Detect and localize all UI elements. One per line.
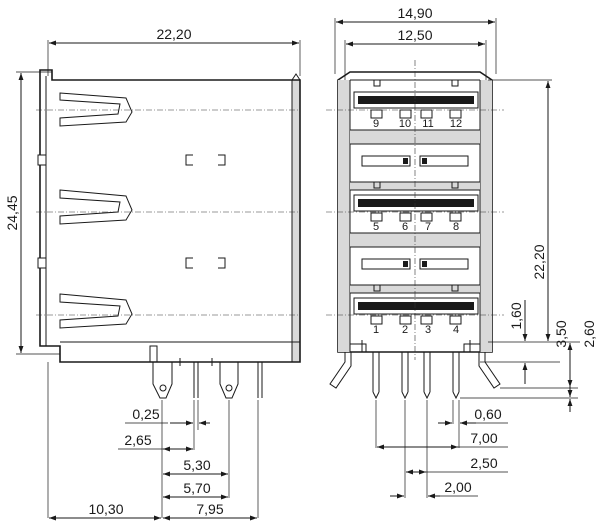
dim-5-70: 5,70 [183, 480, 210, 496]
dim-1-60: 1,60 [508, 302, 524, 329]
pin-number-8: 8 [453, 221, 459, 233]
pin-number-9: 9 [373, 118, 379, 130]
dim-0-25: 0,25 [132, 406, 159, 422]
dim-3-50: 3,50 [553, 320, 569, 347]
dim-2-60: 2,60 [581, 320, 597, 347]
dim-side-height: 24,45 [4, 195, 20, 230]
pin-number-12: 12 [450, 118, 462, 130]
pin-number-4: 4 [453, 324, 459, 336]
pin-number-3: 3 [425, 324, 431, 336]
side-spring-contact-2 [59, 189, 133, 225]
dim-5-30: 5,30 [183, 457, 210, 473]
pin-number-7: 7 [425, 221, 431, 233]
pin-number-5: 5 [373, 221, 379, 233]
dim-0-60: 0,60 [474, 406, 501, 422]
pin-number-10: 10 [399, 118, 411, 130]
dim-2-50: 2,50 [470, 455, 497, 471]
dim-front-inner-width: 12,50 [397, 27, 432, 43]
front-view: 14,90 12,50 [326, 5, 597, 499]
dim-2-00: 2,00 [444, 479, 471, 495]
side-spring-contact-1 [59, 92, 133, 127]
dim-side-width: 22,20 [156, 26, 191, 42]
dim-front-height: 22,20 [531, 244, 547, 279]
dim-10-30: 10,30 [88, 501, 123, 517]
dim-7-95: 7,95 [196, 501, 223, 517]
dim-2-65: 2,65 [124, 432, 151, 448]
side-spring-contact-3 [59, 293, 133, 329]
pin-number-2: 2 [402, 324, 408, 336]
side-view: 22,20 24,45 [4, 26, 301, 521]
pin-number-1: 1 [373, 324, 379, 336]
dim-front-outer-width: 14,90 [397, 5, 432, 21]
pin-number-6: 6 [402, 221, 408, 233]
pin-number-11: 11 [422, 118, 433, 130]
dim-7-00: 7,00 [470, 430, 497, 446]
